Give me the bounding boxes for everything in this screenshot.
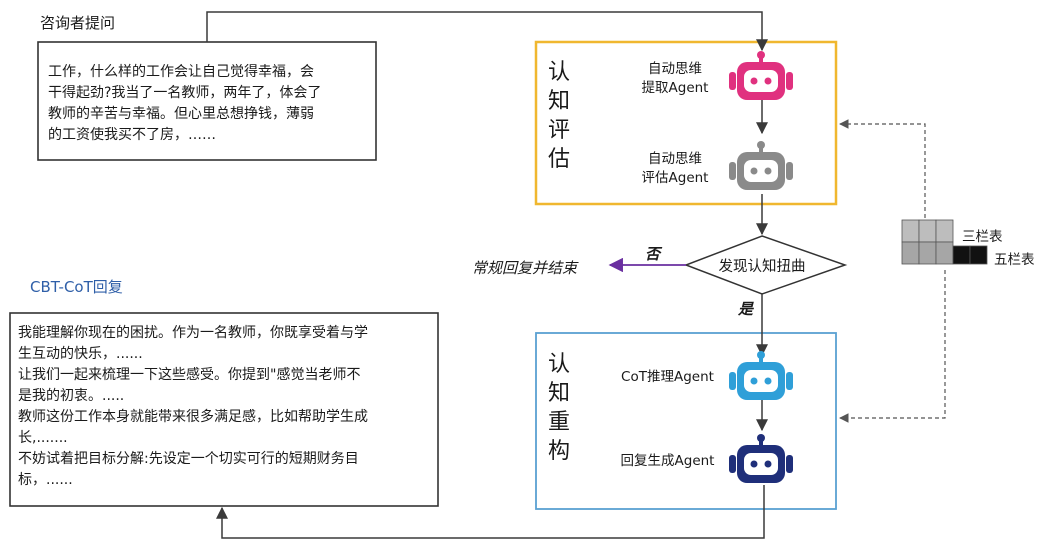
yes-label: 是: [738, 300, 754, 318]
robot-icon: [727, 433, 795, 489]
reconstruction-title-text: 认知重构: [547, 352, 570, 464]
generate-agent-label: 回复生成Agent: [620, 453, 715, 469]
no-label: 否: [645, 245, 661, 263]
question-title: 咨询者提问: [40, 14, 116, 32]
three-col-table-icon: [901, 219, 954, 265]
robot-icon: [727, 50, 795, 106]
decision-label: 发现认知扭曲: [718, 259, 806, 275]
question-text: 工作，什么样的工作会让自己觉得幸福，会 干得起劲?我当了一名教师，两年了，体会了…: [48, 64, 322, 143]
dashed-three-col-to-assessment: [839, 119, 926, 218]
five-col-table-icon: [952, 245, 988, 265]
extract-agent-label: 自动思维 提取Agent: [641, 61, 709, 96]
reply-text: 我能理解你现在的困扰。作为一名教师，你既享受着与学 生互动的快乐，...... …: [18, 325, 368, 488]
assessment-title: 认知评估: [545, 58, 573, 174]
dashed-five-col-to-reconstruction: [839, 270, 946, 423]
five-col-label: 五栏表: [994, 252, 1035, 268]
robot-icon: [727, 350, 795, 406]
arrow-question-to-extract: [206, 11, 768, 52]
cot-agent-label: CoT推理Agent: [621, 369, 714, 385]
assessment-title-text: 认知评估: [547, 60, 570, 172]
assessment-group: [534, 40, 838, 206]
no-outcome-label: 常规回复并结束: [472, 259, 578, 277]
three-col-label: 三栏表: [962, 229, 1003, 245]
robot-icon: [727, 140, 795, 196]
reconstruction-group: [535, 332, 837, 510]
evaluate-agent-label: 自动思维 评估Agent: [641, 151, 709, 186]
reply-title: CBT-CoT回复: [30, 278, 123, 296]
reply-box: [9, 312, 439, 507]
reconstruction-title: 认知重构: [545, 350, 573, 466]
arrow-generate-to-reply: [216, 485, 765, 539]
